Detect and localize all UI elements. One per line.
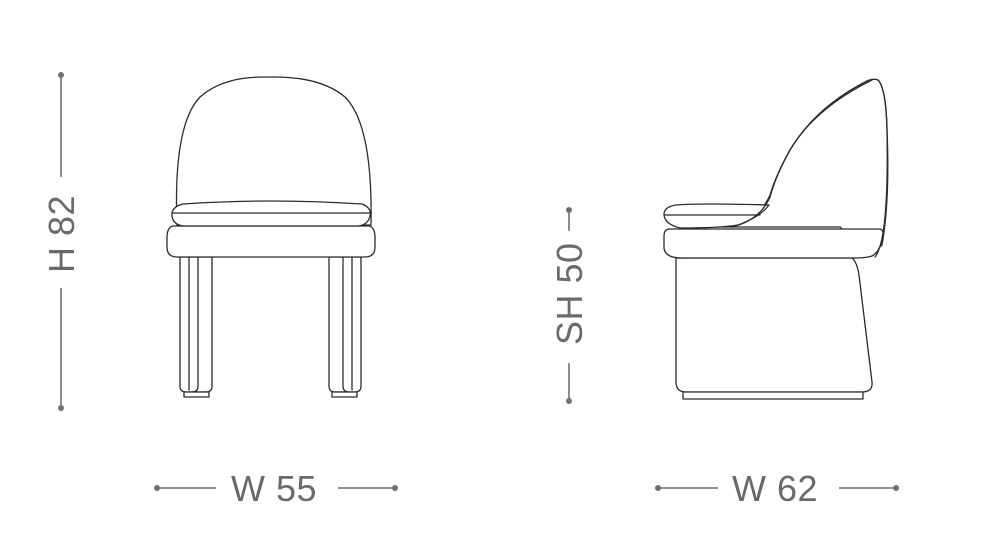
side-width-label: W 62	[732, 468, 818, 509]
front-leg-left	[179, 256, 213, 398]
side-plinth	[682, 391, 864, 400]
front-width-dimension: W 55	[154, 468, 398, 509]
side-seat-band	[663, 228, 884, 259]
side-seat-cushion	[663, 203, 770, 229]
front-view-chair	[166, 76, 376, 398]
side-base	[675, 257, 873, 393]
height-bottom-dot	[58, 405, 64, 411]
side-view-chair	[663, 78, 889, 400]
side-width-dimension: W 62	[655, 468, 899, 509]
seat-height-label: SH 50	[549, 242, 590, 345]
front-width-right-dot	[392, 485, 398, 491]
height-label: H 82	[41, 195, 82, 273]
side-width-right-dot	[893, 485, 899, 491]
front-width-label: W 55	[231, 468, 317, 509]
height-dimension: H 82	[41, 72, 82, 411]
front-backrest	[175, 76, 372, 226]
seat-height-bottom-dot	[566, 398, 572, 404]
front-leg-right	[328, 256, 362, 398]
front-seat-band	[166, 225, 376, 258]
seat-height-dimension: SH 50	[549, 207, 590, 404]
